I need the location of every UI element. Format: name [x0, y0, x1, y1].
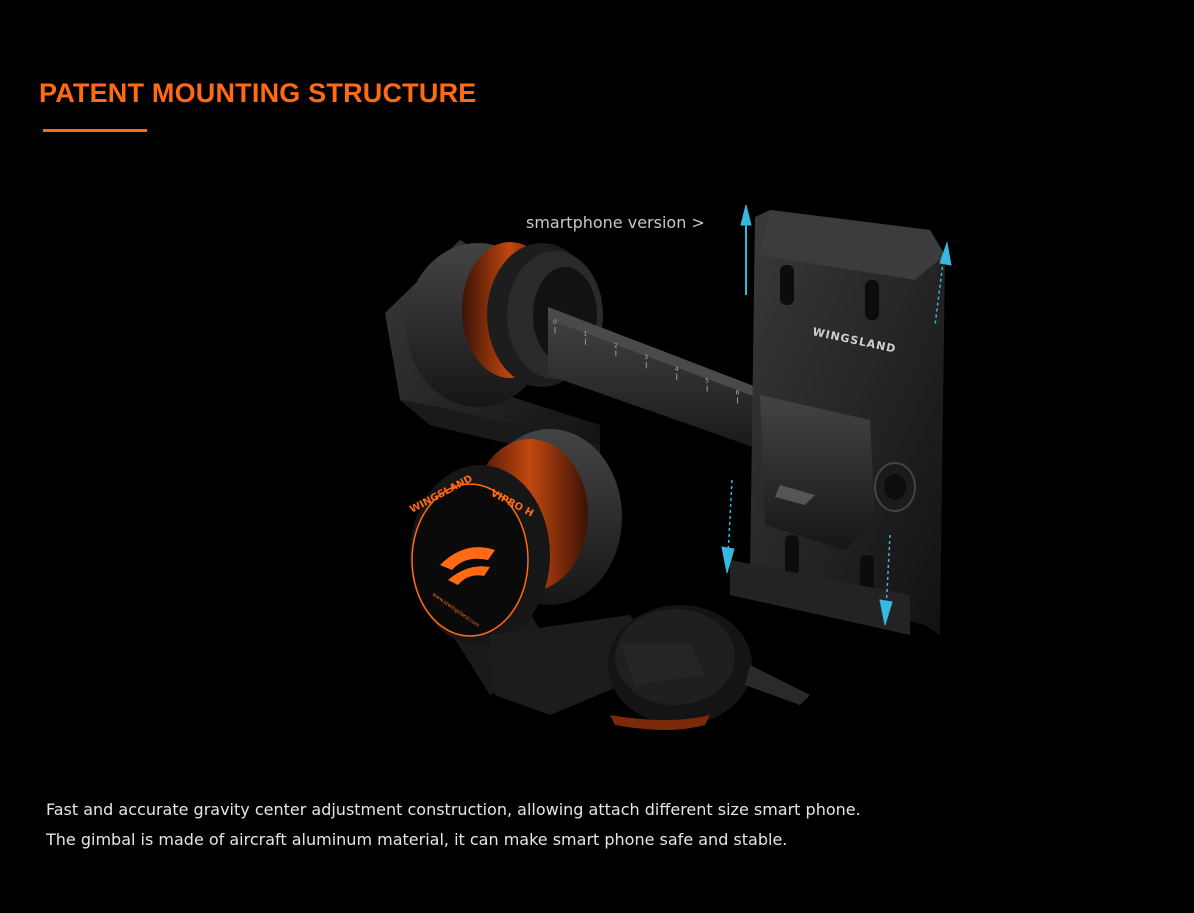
ruler-tick-label: 1: [583, 331, 587, 338]
adjust-arrows-icon: [721, 204, 952, 626]
page-title: PATENT MOUNTING STRUCTURE: [39, 78, 477, 108]
gimbal-product-image: 01234567 WINGSLAND: [385, 204, 952, 730]
ruler-tick-label: 6: [736, 389, 740, 396]
slide-block: [760, 395, 916, 550]
description-line-1: Fast and accurate gravity center adjustm…: [46, 800, 861, 819]
version-label: smartphone version >: [526, 213, 705, 232]
ruler-tick-label: 3: [644, 354, 648, 361]
ruler-tick-label: 0: [553, 319, 557, 326]
bottom-yaw-motor: [490, 605, 810, 730]
slide-bar: [548, 307, 790, 460]
description: Fast and accurate gravity center adjustm…: [46, 795, 861, 855]
ruler-tick-label: 5: [705, 378, 709, 385]
title-underline: [43, 129, 147, 132]
ruler-tick-label: 4: [675, 366, 679, 373]
description-line-2: The gimbal is made of aircraft aluminum …: [46, 830, 788, 849]
ruler-tick-label: 2: [614, 342, 618, 349]
